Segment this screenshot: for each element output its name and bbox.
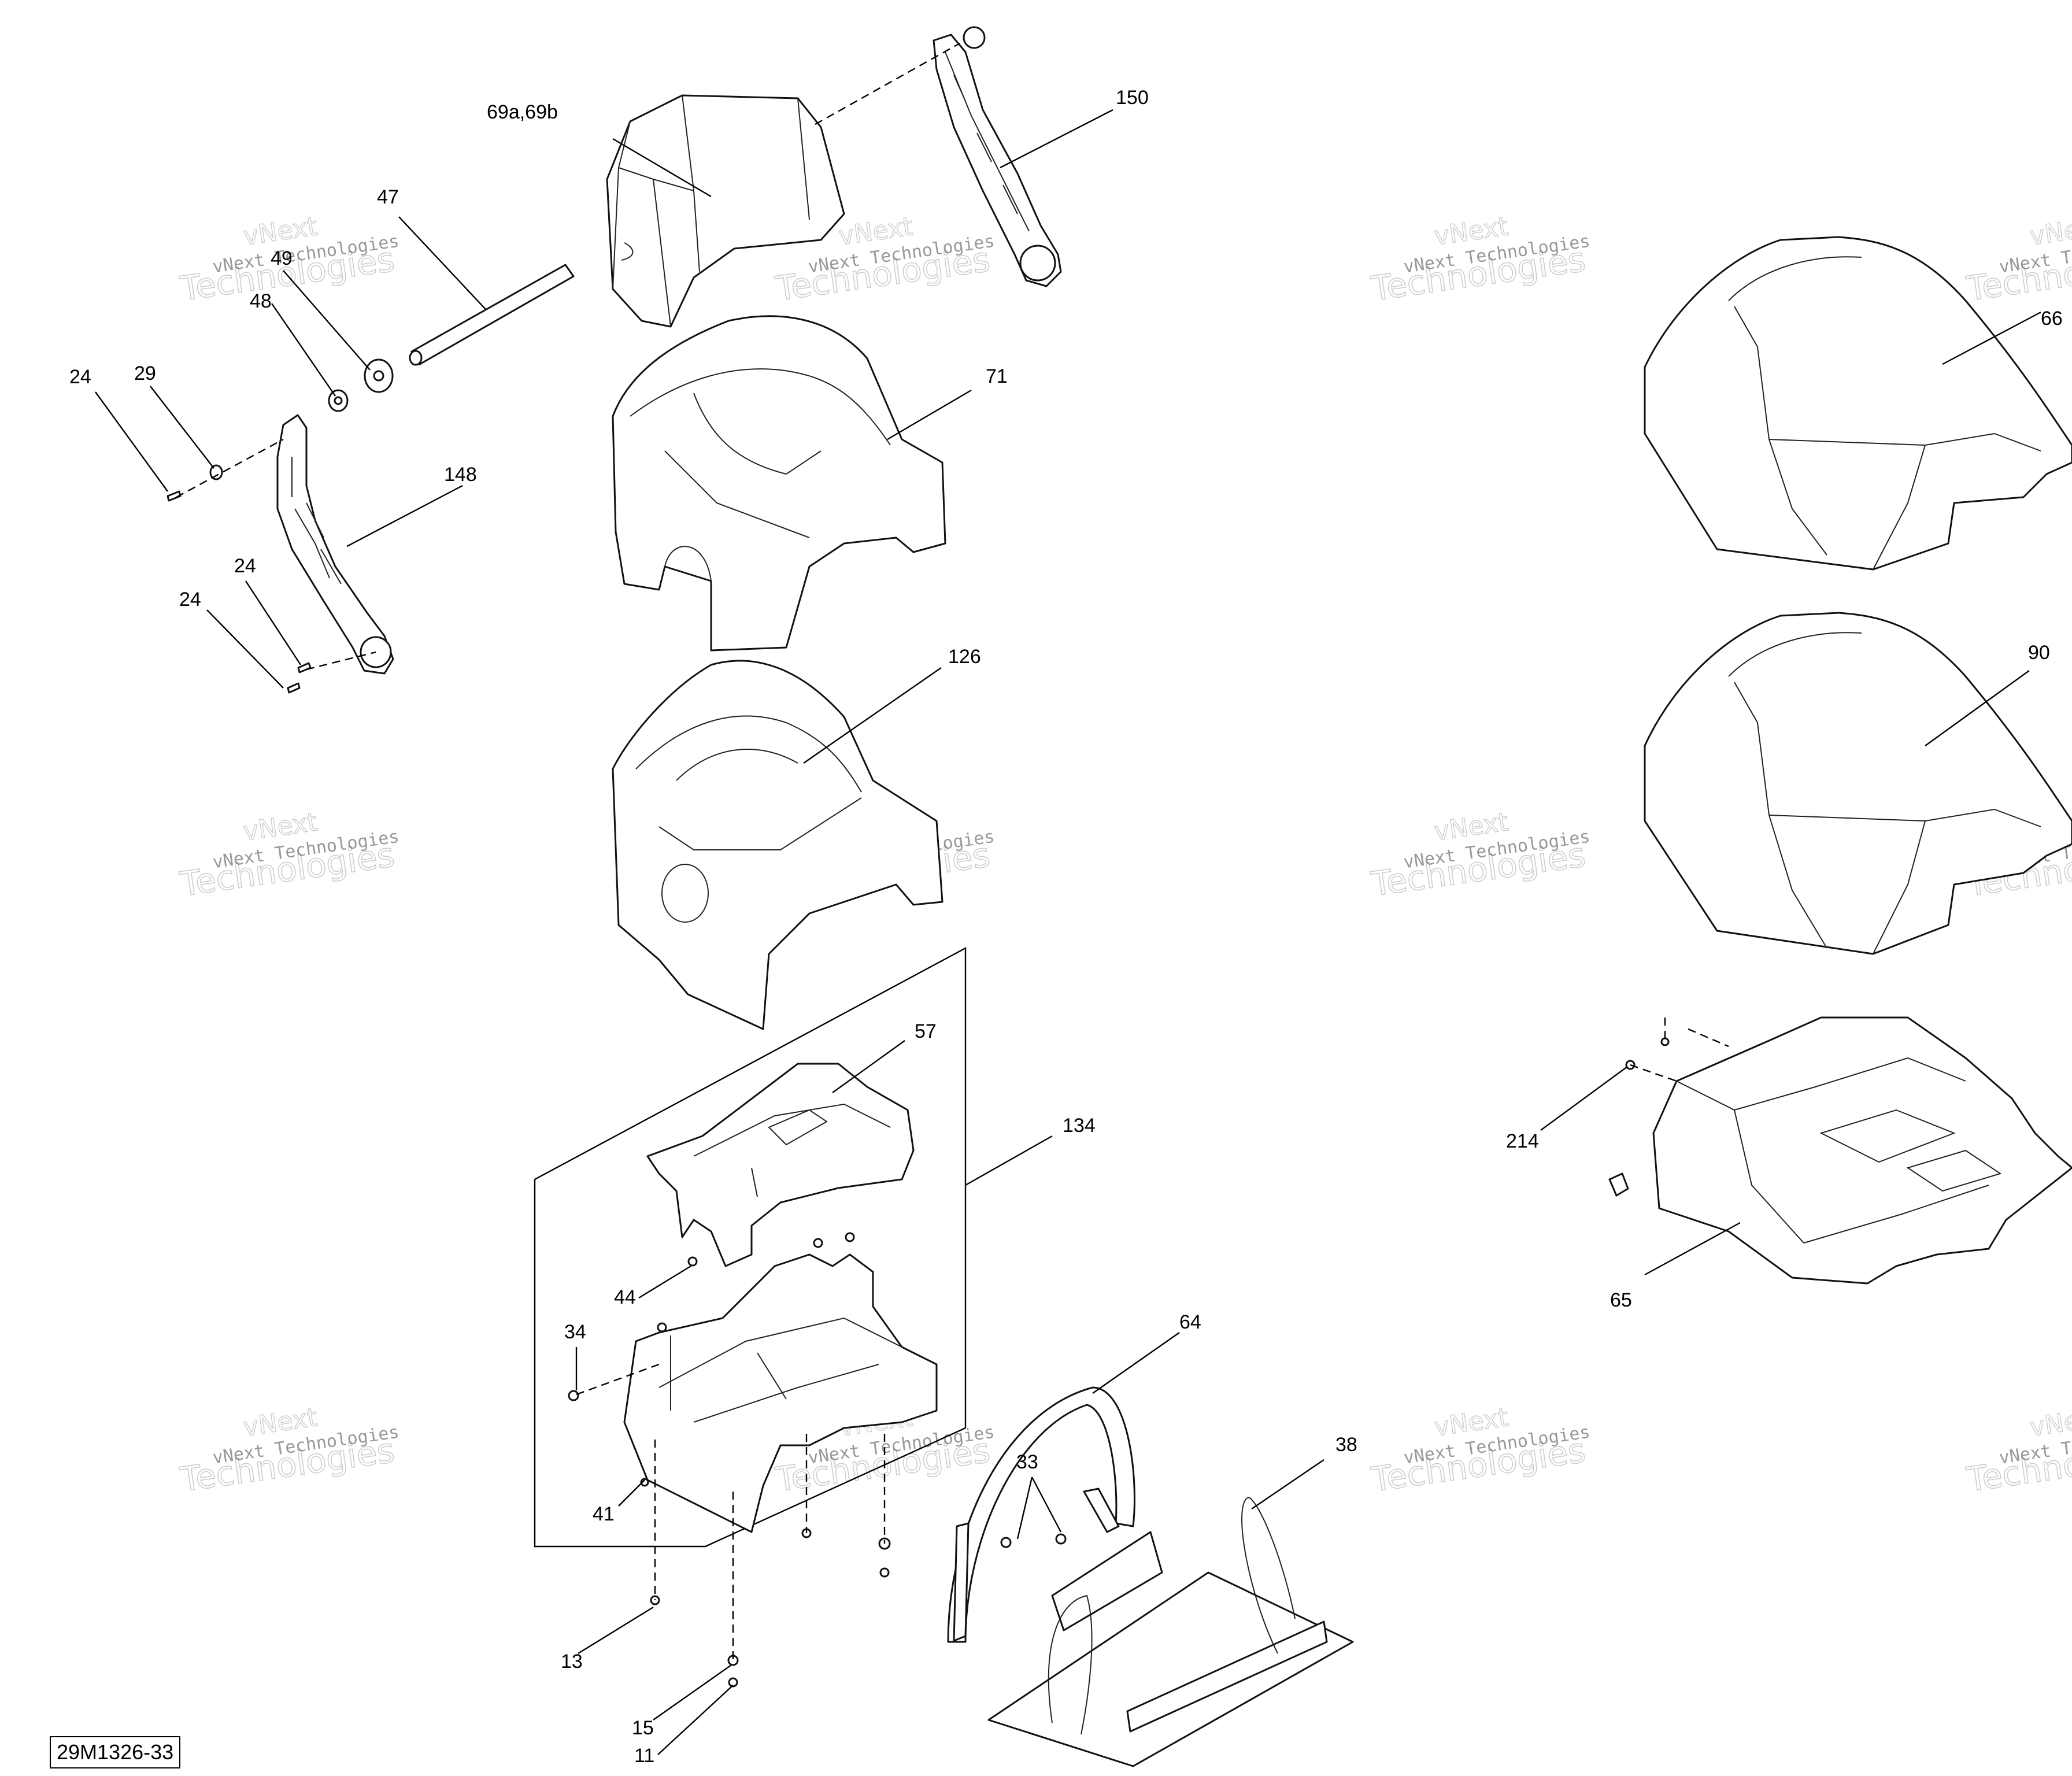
part-screw-24b — [297, 662, 312, 674]
watermark-12: vNext Technologies vNext Technologies — [1963, 1402, 2072, 1500]
watermark-9: vNext Technologies vNext Technologies — [1368, 1402, 1591, 1500]
part-strap-64 — [947, 1386, 1135, 1643]
part-screw-24c — [287, 682, 301, 694]
callout-41: 41 — [593, 1503, 615, 1525]
callout-134: 134 — [1063, 1115, 1096, 1137]
assembly-lines — [176, 42, 1729, 1660]
callout-44: 44 — [614, 1286, 636, 1308]
callout-57: 57 — [915, 1020, 937, 1042]
part-bracket-150 — [933, 26, 1062, 287]
watermark-3: vNext Technologies vNext Technologies — [1368, 211, 1591, 309]
callout-64: 64 — [1179, 1311, 1201, 1333]
watermark-7: vNext Technologies vNext Technologies — [177, 1402, 400, 1500]
kit-134-outline — [534, 946, 967, 1548]
watermark-4: vNext Technologies vNext Technologies — [177, 806, 400, 904]
part-bracket-148 — [276, 414, 394, 675]
callout-48: 48 — [250, 290, 272, 312]
callout-49: 49 — [271, 247, 293, 269]
part-seat-71 — [612, 315, 946, 652]
callout-24-a: 24 — [69, 366, 91, 388]
part-seat-90 — [1644, 612, 2072, 955]
callout-150: 150 — [1116, 87, 1149, 109]
callout-214: 214 — [1506, 1130, 1539, 1152]
callout-65: 65 — [1610, 1289, 1632, 1311]
callout-34: 34 — [564, 1321, 586, 1343]
watermark-top-text: vNext — [2028, 1403, 2072, 1442]
callout-69a-69b: 69a,69b — [487, 101, 558, 123]
part-washer-49 — [364, 358, 394, 393]
part-frame-lower — [623, 1253, 938, 1533]
part-washer-29 — [209, 464, 223, 480]
callout-126: 126 — [948, 646, 981, 668]
callout-66: 66 — [2041, 308, 2063, 330]
part-seat-66 — [1644, 236, 2072, 571]
callout-90: 90 — [2028, 642, 2050, 664]
callout-labels: 69a,69b 150 47 49 48 24 29 148 24 24 71 … — [69, 87, 2063, 1767]
part-backrest-cover — [606, 94, 845, 328]
part-tray-65 — [1608, 1016, 2072, 1285]
callout-11: 11 — [634, 1745, 654, 1767]
callout-15: 15 — [632, 1717, 654, 1739]
callout-33: 33 — [1016, 1451, 1038, 1473]
part-pad-38 — [987, 1496, 1354, 1767]
part-frame-57 — [646, 1063, 915, 1267]
callout-38: 38 — [1335, 1434, 1357, 1456]
part-washer-48 — [328, 389, 349, 412]
watermark-top-text: vNext — [2028, 212, 2072, 251]
callout-24-c: 24 — [179, 589, 201, 610]
part-screw-24a — [166, 490, 182, 502]
callout-24-b: 24 — [234, 555, 256, 577]
callout-47: 47 — [377, 186, 399, 208]
callout-148: 148 — [444, 464, 477, 486]
diagram-reference-number: 29M1326-33 — [50, 1736, 181, 1768]
watermark-6: vNext Technologies vNext Technologies — [1368, 806, 1591, 904]
callout-13: 13 — [561, 1651, 583, 1673]
watermark-10: vNext Technologies vNext Technologies — [1963, 211, 2072, 309]
part-rod-47 — [409, 264, 575, 366]
leader-lines — [95, 109, 2041, 1755]
part-seat-base-126 — [612, 660, 944, 1030]
callout-29: 29 — [134, 362, 156, 384]
callout-71: 71 — [986, 365, 1008, 387]
